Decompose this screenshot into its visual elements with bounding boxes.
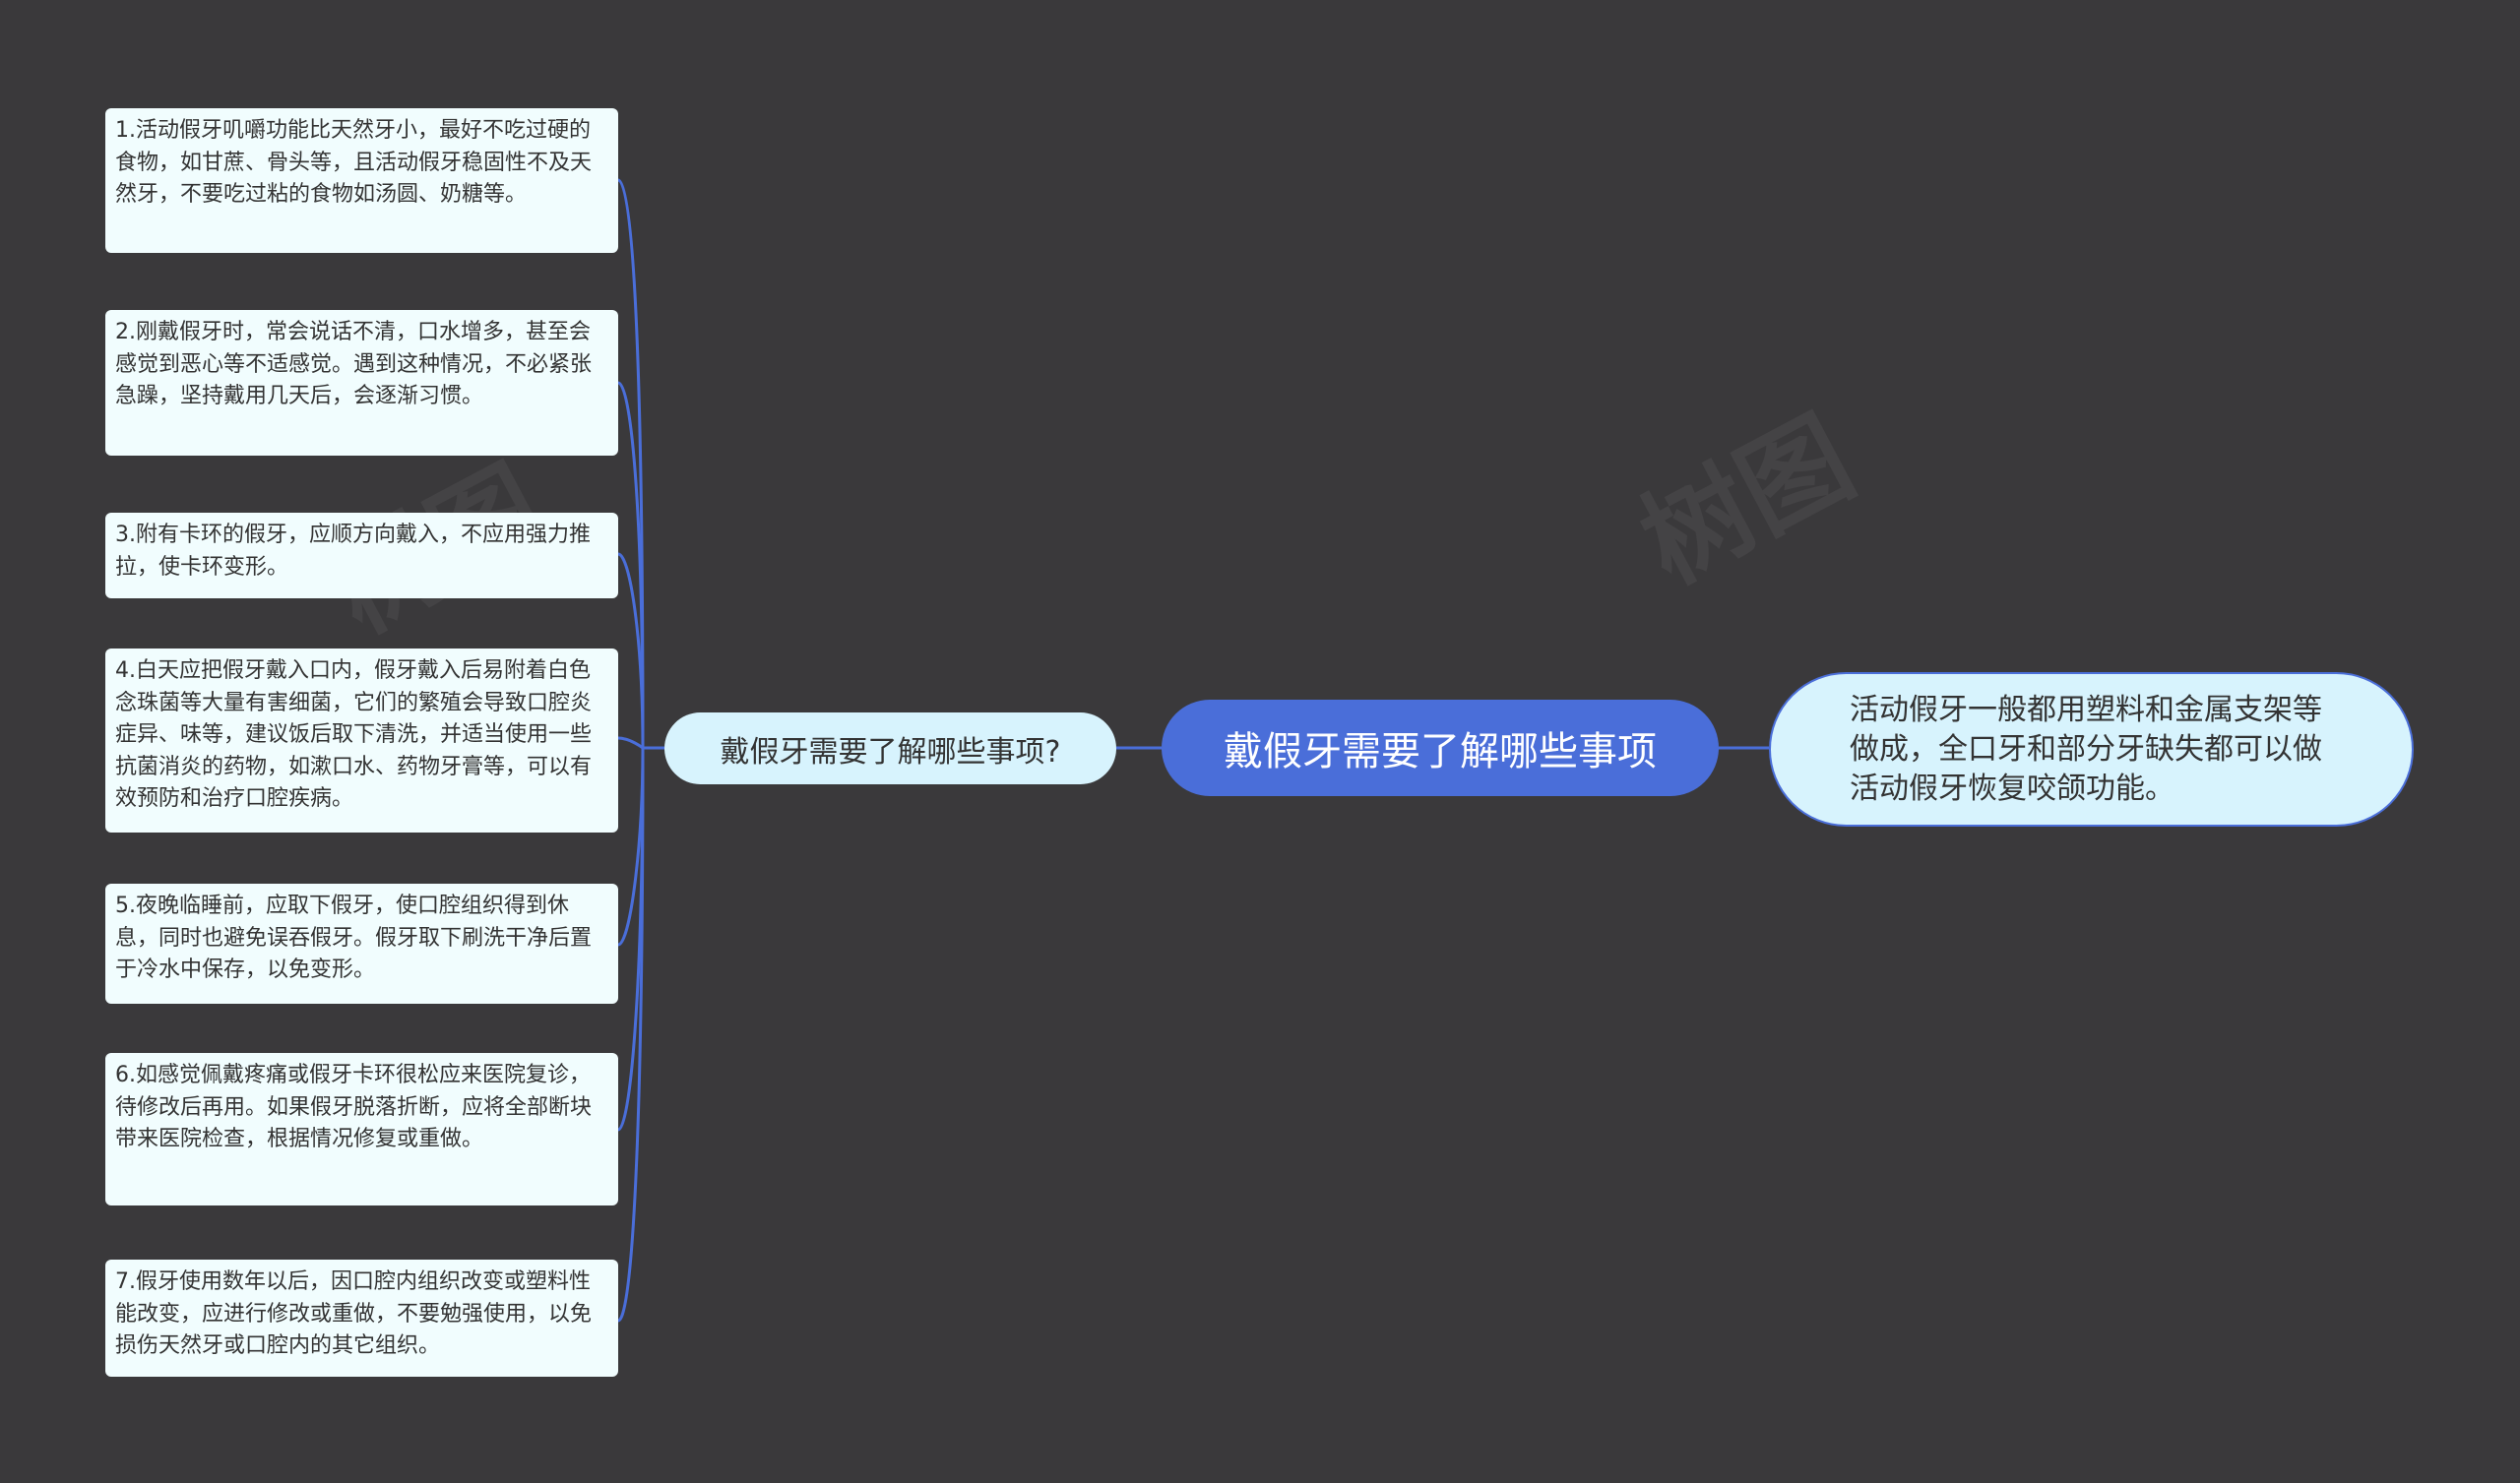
connector-tip-1 <box>617 178 645 749</box>
tip-node-1[interactable]: 1.活动假牙叽嚼功能比天然牙小，最好不吃过硬的食物，如甘蔗、骨头等，且活动假牙稳… <box>105 108 618 253</box>
central-topic-label: 戴假牙需要了解哪些事项 <box>1224 729 1657 774</box>
description-node[interactable]: 活动假牙一般都用塑料和金属支架等做成，全口牙和部分牙缺失都可以做活动假牙恢复咬颌… <box>1769 672 2414 827</box>
description-text: 活动假牙一般都用塑料和金属支架等做成，全口牙和部分牙缺失都可以做活动假牙恢复咬颌… <box>1850 692 2322 806</box>
tip-text: 1.活动假牙叽嚼功能比天然牙小，最好不吃过硬的食物，如甘蔗、骨头等，且活动假牙稳… <box>115 118 593 207</box>
connector-tip-5 <box>617 747 645 947</box>
connector-tip-6 <box>617 747 645 1132</box>
tip-node-5[interactable]: 5.夜晚临睡前，应取下假牙，使口腔组织得到休息，同时也避免误吞假牙。假牙取下刷洗… <box>105 884 618 1004</box>
tip-text: 3.附有卡环的假牙，应顺方向戴入，不应用强力推拉，使卡环变形。 <box>115 523 591 580</box>
connector-tip-3 <box>617 552 645 749</box>
tip-text: 2.刚戴假牙时，常会说话不清，口水增多，甚至会感觉到恶心等不适感觉。遇到这种情况… <box>115 320 593 408</box>
subtopic-node[interactable]: 戴假牙需要了解哪些事项? <box>664 712 1116 784</box>
tip-node-7[interactable]: 7.假牙使用数年以后，因口腔内组织改变或塑料性能改变，应进行修改或重做，不要勉强… <box>105 1260 618 1377</box>
central-topic-node[interactable]: 戴假牙需要了解哪些事项 <box>1162 700 1719 796</box>
subtopic-label: 戴假牙需要了解哪些事项? <box>720 734 1061 770</box>
watermark: 树图 <box>1621 394 1872 607</box>
tip-text: 5.夜晚临睡前，应取下假牙，使口腔组织得到休息，同时也避免误吞假牙。假牙取下刷洗… <box>115 894 593 982</box>
tip-node-6[interactable]: 6.如感觉佩戴疼痛或假牙卡环很松应来医院复诊，待修改后再用。如果假牙脱落折断，应… <box>105 1053 618 1205</box>
tip-node-4[interactable]: 4.白天应把假牙戴入口内，假牙戴入后易附着白色念珠菌等大量有害细菌，它们的繁殖会… <box>105 649 618 833</box>
tip-node-2[interactable]: 2.刚戴假牙时，常会说话不清，口水增多，甚至会感觉到恶心等不适感觉。遇到这种情况… <box>105 310 618 456</box>
tip-node-3[interactable]: 3.附有卡环的假牙，应顺方向戴入，不应用强力推拉，使卡环变形。 <box>105 513 618 598</box>
connector-tip-2 <box>617 381 645 749</box>
tip-text: 4.白天应把假牙戴入口内，假牙戴入后易附着白色念珠菌等大量有害细菌，它们的繁殖会… <box>115 658 593 811</box>
tip-text: 6.如感觉佩戴疼痛或假牙卡环很松应来医院复诊，待修改后再用。如果假牙脱落折断，应… <box>115 1063 593 1151</box>
connector-tip-4 <box>617 736 644 750</box>
connector-tip-7 <box>617 747 645 1323</box>
tip-text: 7.假牙使用数年以后，因口腔内组织改变或塑料性能改变，应进行修改或重做，不要勉强… <box>115 1269 593 1358</box>
